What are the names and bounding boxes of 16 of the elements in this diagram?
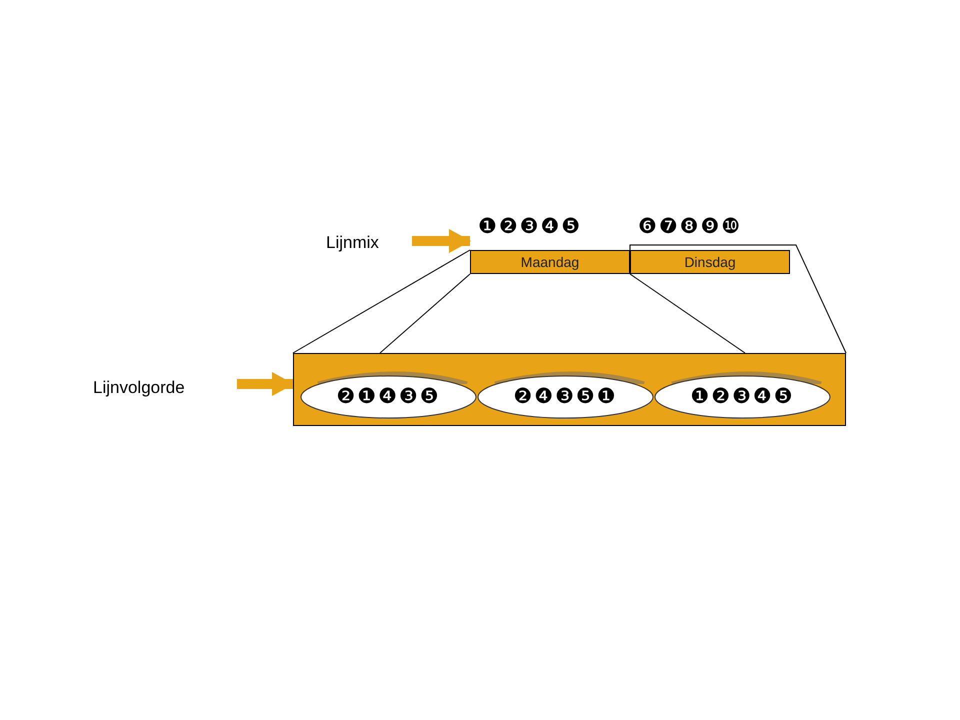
row-label: Lijnmix — [326, 232, 412, 254]
sequence-ellipse: ❶❷❸❹❺ — [654, 375, 831, 419]
block-arrow — [412, 229, 471, 253]
zoom-line — [380, 274, 470, 354]
row-label: Lijnvolgorde — [93, 377, 237, 399]
sequence-panel — [293, 353, 846, 426]
sequence-ellipse: ❷❹❸❺❶ — [477, 375, 654, 419]
day-bar: Dinsdag — [630, 250, 790, 274]
sequence-ellipse: ❷❶❹❸❺ — [300, 375, 477, 419]
day-bar: Maandag — [470, 250, 630, 274]
zoom-line — [630, 244, 846, 354]
zoom-line — [630, 274, 746, 354]
zoom-line — [292, 250, 470, 354]
step-numbers: ❶❷❸❹❺ — [478, 214, 582, 238]
block-arrow — [237, 372, 294, 396]
step-numbers: ❻❼❽❾❿ — [638, 214, 742, 238]
